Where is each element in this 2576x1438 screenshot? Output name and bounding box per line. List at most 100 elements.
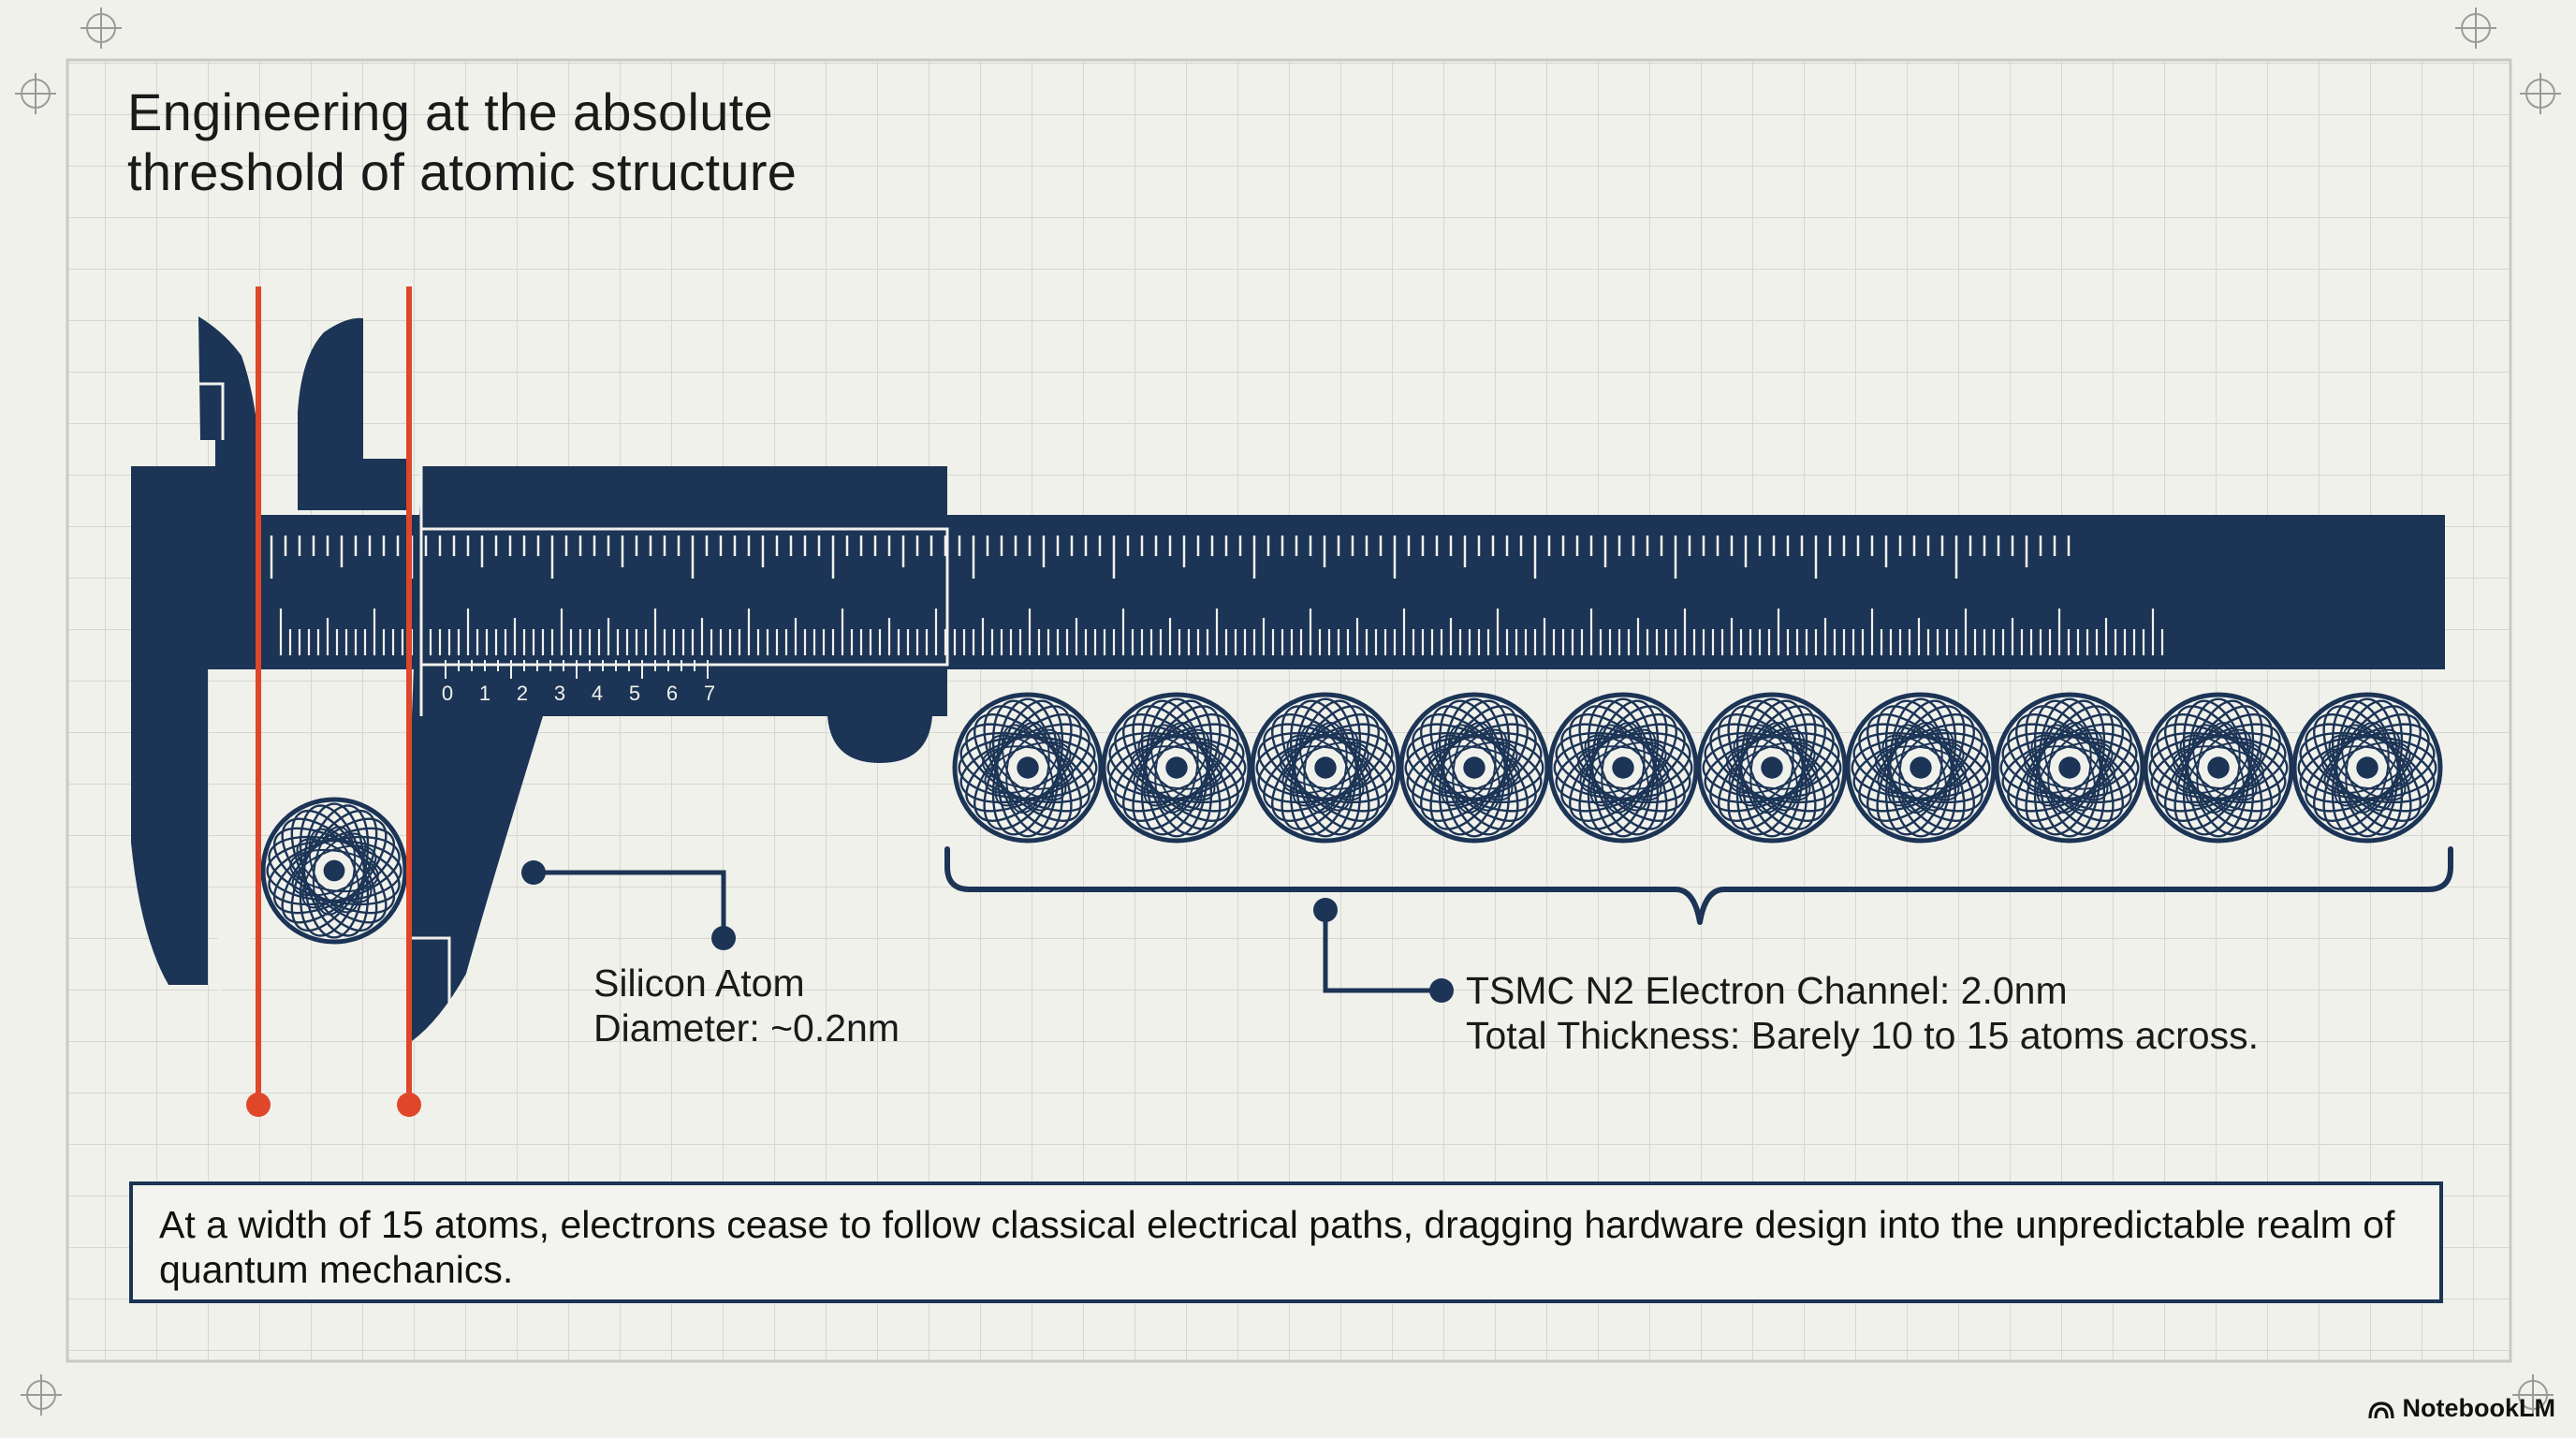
electron-orbit	[1579, 741, 1667, 795]
electron-orbit	[2191, 724, 2246, 812]
silicon-atom-label: Silicon Atom	[593, 961, 805, 1005]
electron-orbit	[1728, 741, 1816, 795]
page-title: Engineering at the absolute threshold of…	[127, 82, 797, 202]
channel-atom-icon	[2291, 692, 2443, 844]
leader-dot	[711, 926, 736, 950]
vernier-label: 0	[442, 682, 453, 705]
electron-orbit	[1704, 731, 1840, 804]
measure-dot-right	[397, 1093, 421, 1117]
electron-orbit	[1733, 734, 1811, 801]
silicon-atom-leader	[534, 870, 726, 936]
electron-orbit	[982, 745, 1074, 790]
caliper-notch	[198, 382, 225, 440]
vernier-label: 3	[554, 682, 565, 705]
leader-dot	[1429, 978, 1454, 1003]
channel-thickness: Total Thickness: Barely 10 to 15 atoms a…	[1466, 1014, 2259, 1057]
channel-atom-icon	[1547, 692, 1699, 844]
electron-orbit	[1887, 728, 1954, 807]
electron-orbit	[1601, 722, 1646, 814]
caliper-fixed-jaw	[131, 316, 258, 985]
nucleus	[1314, 756, 1337, 779]
caliper-vernier-slider	[412, 466, 947, 1041]
channel-callout: TSMC N2 Electron Channel: 2.0nm Total Th…	[1466, 968, 2259, 1058]
electron-orbit	[1894, 724, 1948, 812]
electron-orbit	[289, 848, 379, 893]
vernier-label: 2	[517, 682, 528, 705]
channel-label: TSMC N2 Electron Channel: 2.0nm	[1466, 969, 2068, 1012]
nucleus	[2356, 756, 2378, 779]
frame-border	[66, 58, 2512, 1363]
electron-orbit	[2196, 722, 2241, 814]
silicon-atom-callout: Silicon Atom Diameter: ~0.2nm	[593, 961, 900, 1050]
electron-orbit	[1133, 741, 1221, 795]
registration-mark-icon	[80, 7, 122, 49]
electron-orbit	[2334, 728, 2401, 807]
electron-orbit	[301, 832, 367, 909]
electron-orbit	[1298, 724, 1353, 812]
channel-atom-icon	[2143, 692, 2294, 844]
vernier-label: 1	[479, 682, 490, 705]
electron-orbit	[1577, 745, 1669, 790]
notebooklm-logo-icon	[2367, 1401, 2394, 1418]
electron-orbit	[2340, 724, 2394, 812]
channel-leader	[1323, 910, 1442, 993]
caption-box: At a width of 15 atoms, electrons cease …	[129, 1181, 2443, 1303]
caliper-notch	[217, 936, 251, 1016]
silicon-atom-icon	[260, 797, 408, 945]
electron-orbit	[1589, 728, 1657, 807]
electron-orbit	[2299, 731, 2436, 804]
electron-orbit	[959, 731, 1096, 804]
electron-orbit	[2150, 731, 2287, 804]
electron-orbit	[1286, 734, 1365, 801]
electron-orbit	[1441, 728, 1508, 807]
electron-orbit	[2185, 728, 2252, 807]
electron-orbit	[1881, 734, 1960, 801]
electron-orbit	[1898, 722, 1943, 814]
vernier-label: 5	[629, 682, 640, 705]
electron-orbit	[1447, 724, 1501, 812]
electron-orbit	[2036, 728, 2103, 807]
electron-orbit	[2328, 734, 2407, 801]
vernier-label: 4	[592, 682, 603, 705]
electron-orbit	[1726, 745, 1818, 790]
channel-atom-icon	[1101, 692, 1252, 844]
electron-orbit	[1281, 741, 1369, 795]
channel-bracket	[944, 846, 2453, 925]
electron-orbit	[1303, 722, 1348, 814]
caption-text: At a width of 15 atoms, electrons cease …	[159, 1203, 2395, 1291]
channel-atom-icon	[1845, 692, 1997, 844]
electron-orbit	[2323, 741, 2411, 795]
electron-orbit	[1292, 728, 1359, 807]
registration-mark-icon	[2512, 1374, 2554, 1416]
caliper-scale-ticks	[270, 536, 2164, 679]
electron-orbit	[2026, 741, 2114, 795]
electron-orbit	[2173, 745, 2264, 790]
caliper-inside-jaw	[298, 317, 412, 510]
electron-orbit	[1852, 731, 1989, 804]
electron-orbit	[1001, 724, 1055, 812]
electron-orbit	[2174, 741, 2262, 795]
electron-orbit	[308, 828, 360, 914]
electron-orbit	[2321, 745, 2413, 790]
channel-atom-icon	[1250, 692, 1401, 844]
electron-orbit	[2030, 734, 2109, 801]
electron-orbit	[1257, 731, 1394, 804]
electron-orbit	[2345, 722, 2390, 814]
nucleus	[1017, 756, 1039, 779]
electron-orbit	[1452, 722, 1497, 814]
registration-mark-icon	[2520, 73, 2561, 114]
registration-mark-icon	[2455, 7, 2496, 49]
nucleus	[1910, 756, 1932, 779]
electron-orbit	[1875, 745, 1967, 790]
brand-name: NotebookLM	[2402, 1394, 2555, 1422]
electron-orbit	[988, 734, 1067, 801]
nucleus	[1463, 756, 1486, 779]
channel-atoms	[952, 692, 2443, 844]
electron-orbit	[312, 826, 357, 916]
nucleus	[1612, 756, 1634, 779]
title-line-1: Engineering at the absolute	[127, 82, 773, 141]
electron-orbit	[1137, 734, 1216, 801]
electron-orbit	[1738, 728, 1806, 807]
